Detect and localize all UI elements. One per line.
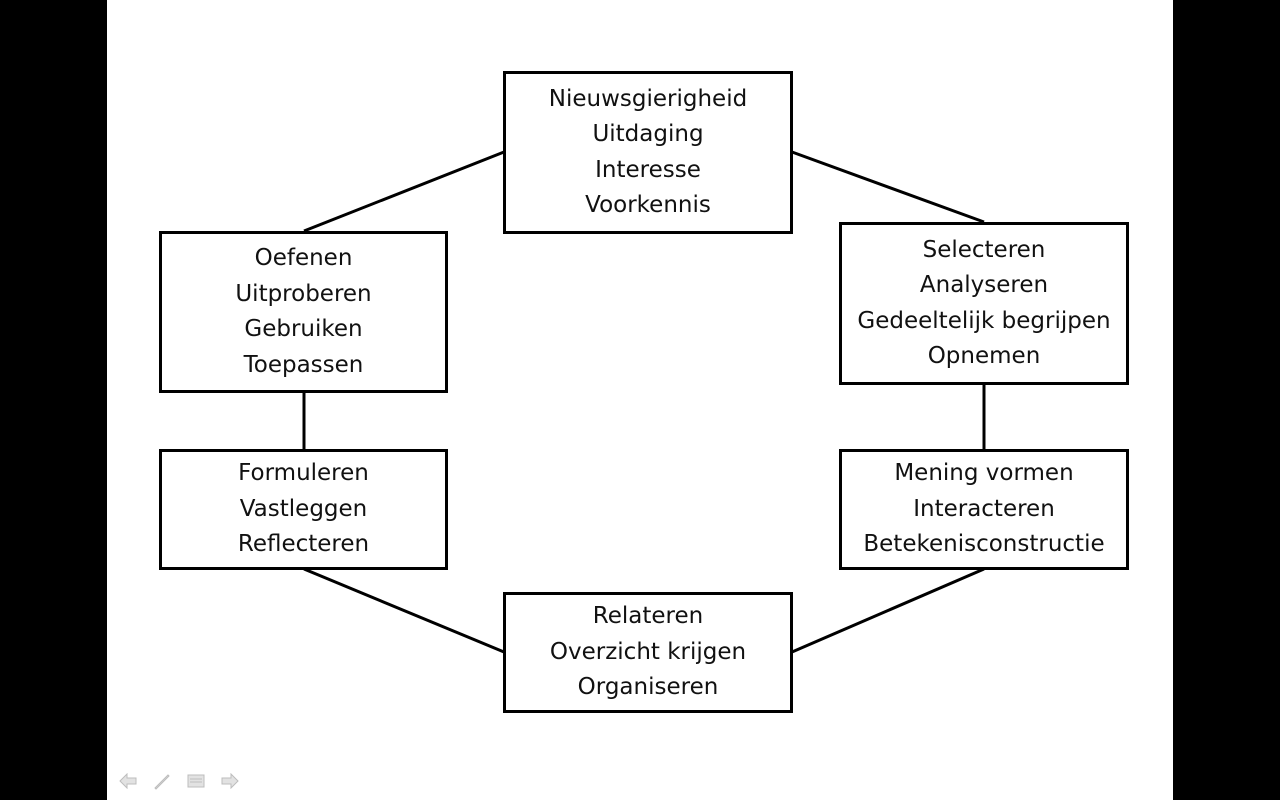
stage-line: Opnemen [927,343,1041,369]
stage-box-relating: Relateren Overzicht krijgen Organiseren [503,592,793,713]
stage-line: Gebruiken [244,316,363,342]
stage-line: Gedeeltelijk begrijpen [857,307,1111,334]
stage-line: Vastleggen [239,495,368,522]
next-arrow-icon[interactable] [220,771,240,791]
stage-line: Uitproberen [235,280,372,307]
stage-line: Reflecteren [237,531,370,558]
stage-line: Analyseren [919,272,1049,298]
stage-line: Toepassen [243,351,364,378]
stage-line: Relateren [592,603,704,630]
stage-box-selecting: Selecteren Analyseren Gedeeltelijk begri… [839,222,1129,385]
connector-upper-left-top [303,150,505,233]
stage-line: Oefenen [254,245,353,271]
connector-top-upper-right [791,150,985,224]
stage-line: Mening vormen [894,460,1074,487]
stage-line: Interesse [595,156,701,183]
stage-line: Overzicht krijgen [549,638,747,665]
pen-icon[interactable] [152,771,172,791]
stage-line: Organiseren [577,674,719,701]
stage-box-formulating: Formuleren Vastleggen Reflecteren [159,449,448,570]
stage-line: Interacteren [913,495,1055,522]
stage-line: Selecteren [922,236,1046,263]
connector-bottom-lower-left [303,567,505,654]
stage-line: Nieuwsgierigheid [548,85,748,112]
slideshow-controls [118,770,240,792]
stage-line: Voorkennis [585,192,711,218]
stage-box-practicing: Oefenen Uitproberen Gebruiken Toepassen [159,231,448,393]
stage-line: Formuleren [238,460,369,487]
stage-line: Betekenisconstructie [863,531,1105,558]
stage-box-opinion: Mening vormen Interacteren Betekeniscons… [839,449,1129,570]
stage-line: Uitdaging [592,121,704,147]
stage-box-curiosity: Nieuwsgierigheid Uitdaging Interesse Voo… [503,71,793,234]
connector-lower-right-bottom [791,567,985,654]
previous-arrow-icon[interactable] [118,771,138,791]
menu-icon[interactable] [186,771,206,791]
